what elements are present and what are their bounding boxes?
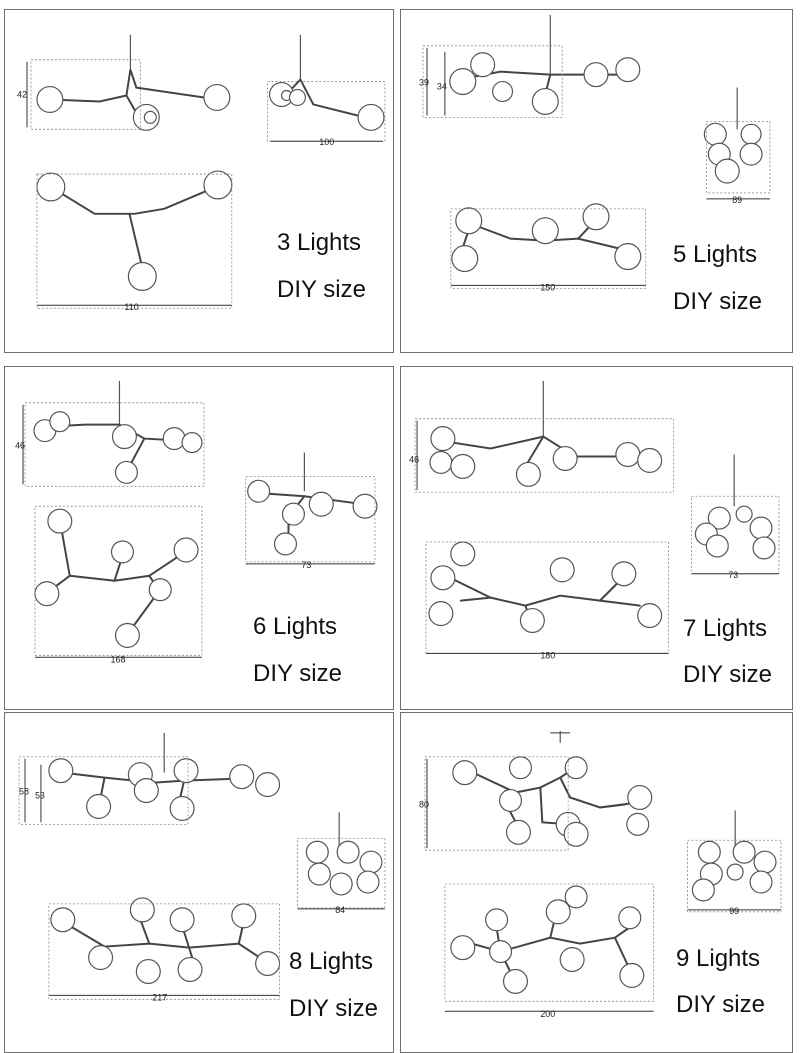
panel-subtitle: DIY size — [676, 991, 765, 1018]
panel-3-lights: 42 100 110 3 Lights DIY size — [4, 9, 394, 353]
panel-title: 3 Lights — [277, 229, 362, 256]
dim-height-1: 58 — [19, 787, 29, 797]
dim-width-bottom: 110 — [124, 302, 138, 312]
dim-height: 42 — [17, 89, 27, 99]
dim-width-bottom: 180 — [540, 650, 555, 660]
panel-5-lights: 39 34 89 150 5 Lights DIY size — [400, 9, 793, 353]
dim-width-bottom: 168 — [111, 654, 126, 664]
diagram-6-lights: 46 73 168 — [15, 380, 378, 664]
dim-width-bottom: 200 — [540, 1009, 555, 1019]
panel-9-lights: 80 99 200 9 Lights DIY size — [400, 712, 793, 1053]
panel-subtitle: DIY size — [277, 276, 366, 303]
panel-title: 9 Lights — [676, 945, 761, 972]
dim-width-top: 89 — [732, 195, 742, 205]
panel-title: 5 Lights — [673, 241, 758, 268]
dim-height: 80 — [419, 799, 429, 809]
dim-width-bottom: 217 — [152, 992, 167, 1002]
dim-height-2: 34 — [437, 82, 447, 92]
dim-height-1: 39 — [419, 78, 429, 88]
panel-title: 8 Lights — [289, 948, 374, 975]
panel-title: 6 Lights — [253, 613, 338, 640]
dim-width-top: 84 — [335, 905, 345, 915]
diagram-9-lights: 80 99 200 — [419, 730, 782, 1019]
diagram-5-lights: 39 34 89 150 — [419, 14, 771, 292]
dim-height-2: 53 — [35, 790, 45, 800]
panel-subtitle: DIY size — [683, 661, 772, 688]
panel-7-lights: 46 73 180 7 Lights DIY size — [400, 366, 793, 710]
dim-width-top: 73 — [728, 570, 738, 580]
panel-title: 7 Lights — [683, 615, 768, 642]
panel-6-lights: 46 73 168 6 Lights DIY size — [4, 366, 394, 710]
diagram-3-lights: 42 100 110 — [17, 34, 386, 312]
panel-subtitle: DIY size — [253, 660, 342, 687]
dim-width-top: 100 — [319, 137, 334, 147]
panel-subtitle: DIY size — [673, 288, 762, 315]
panel-8-lights: 58 53 84 217 8 Lights DIY size — [4, 712, 394, 1053]
diagram-8-lights: 58 53 84 217 — [18, 732, 386, 1002]
dim-width-top: 99 — [729, 906, 739, 916]
dim-width-bottom: 150 — [540, 282, 555, 292]
dim-height: 46 — [409, 454, 419, 464]
panel-subtitle: DIY size — [289, 995, 378, 1022]
dim-width-top: 73 — [301, 560, 311, 570]
diagram-7-lights: 46 73 180 — [409, 380, 780, 660]
dim-height: 46 — [15, 441, 25, 451]
